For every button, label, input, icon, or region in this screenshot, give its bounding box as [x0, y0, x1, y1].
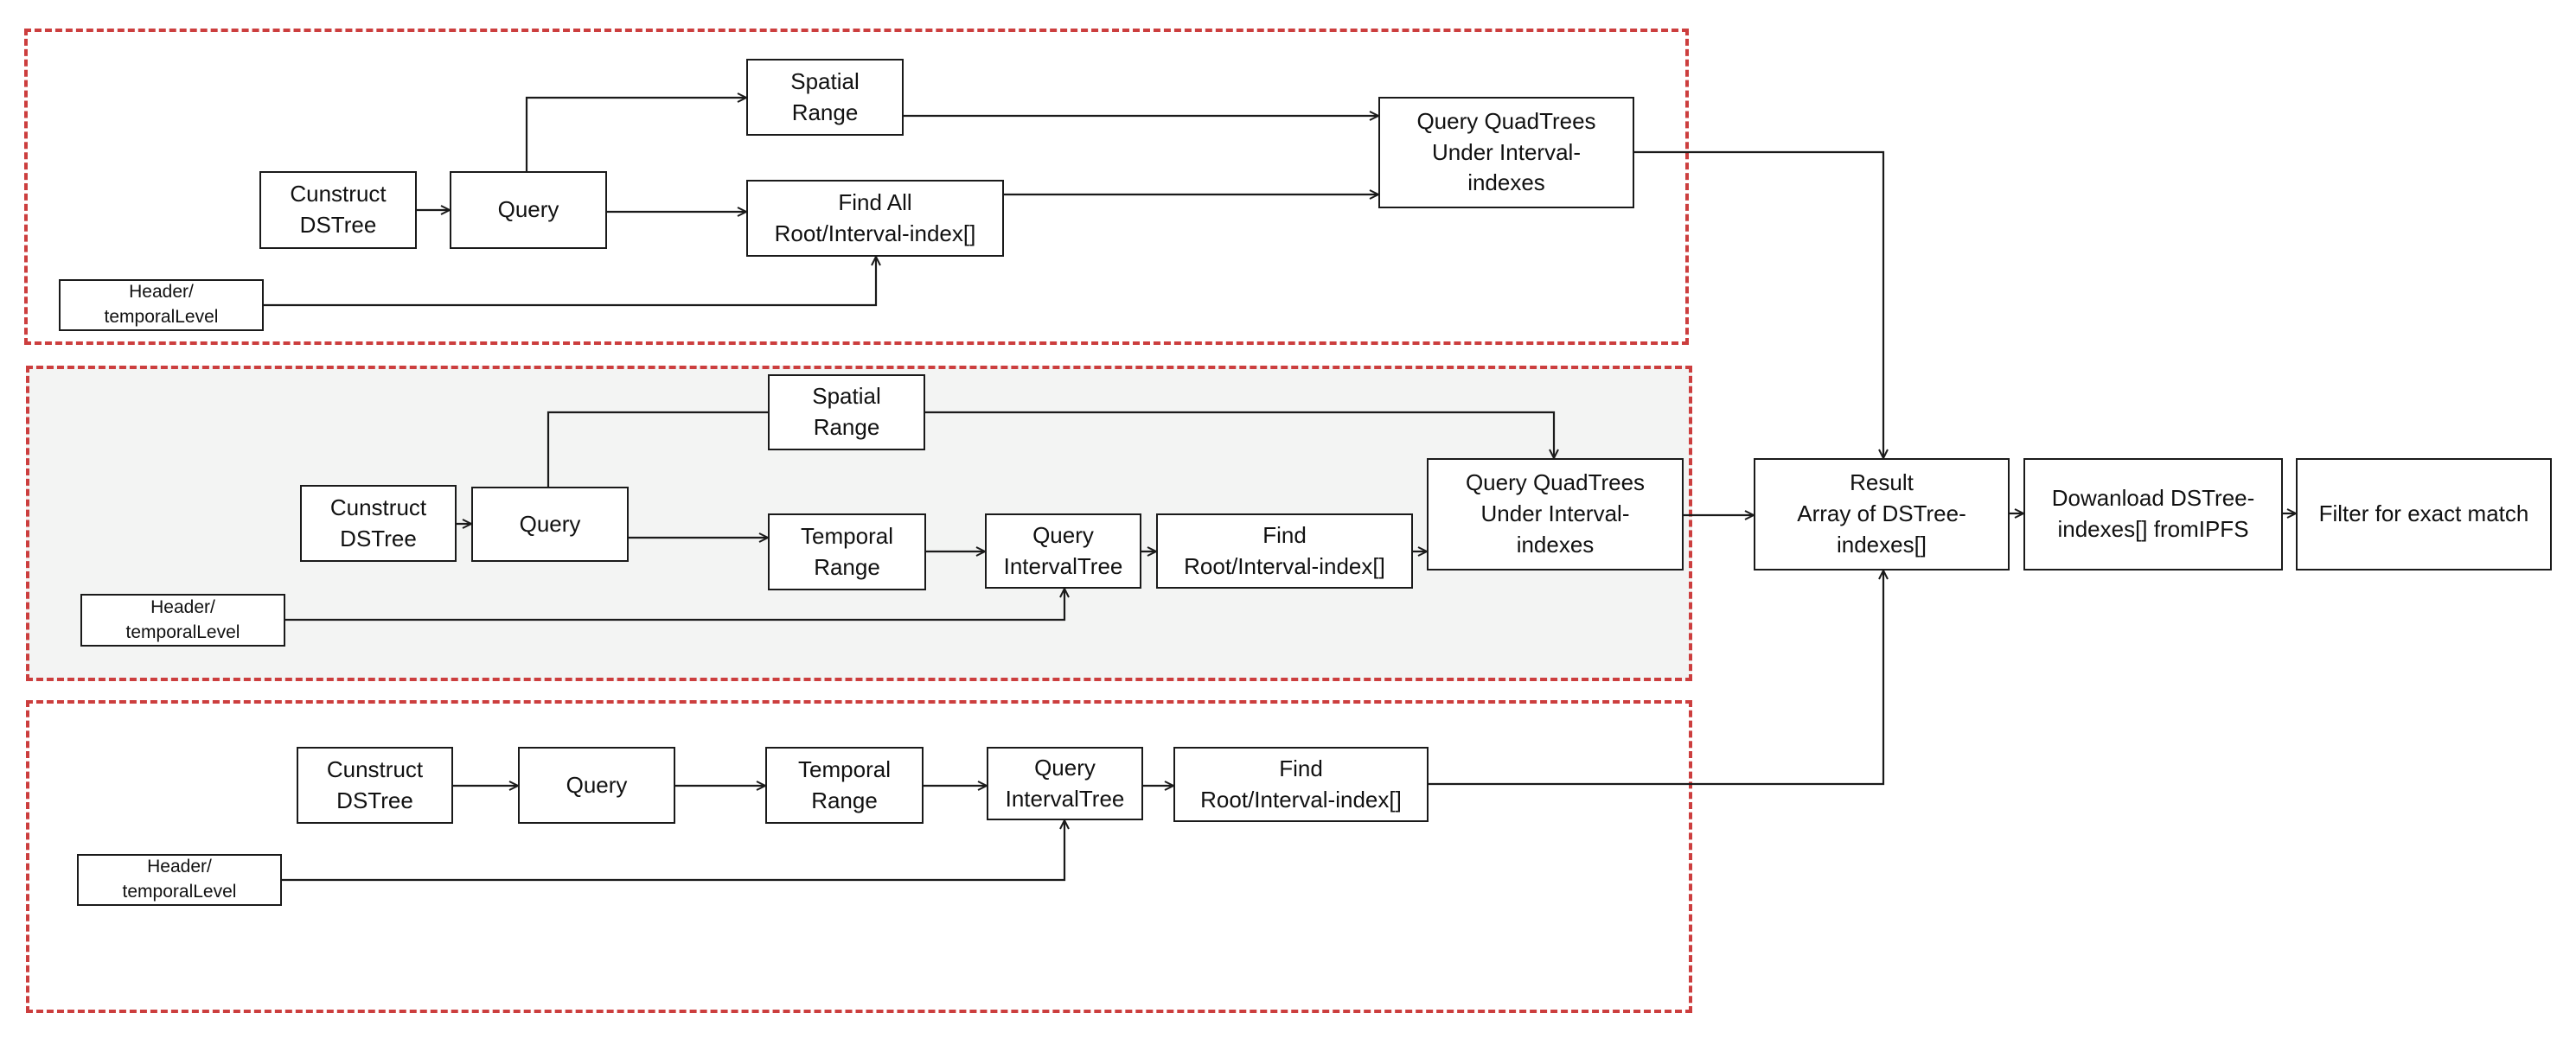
g3-header-temporal-level-box: Header/temporalLevel	[77, 854, 282, 906]
g1-query-box: Query	[450, 171, 607, 249]
arrow-quadtrees-to-result-1	[1634, 150, 1883, 458]
arrow-query-to-spatial-1	[525, 98, 746, 171]
group-temporal-query	[26, 700, 1692, 1013]
group-spatial-query	[24, 29, 1689, 345]
arrow-header-to-findall-1	[264, 257, 876, 307]
g3-query-box: Query	[518, 747, 675, 824]
g2-header-temporal-level-box: Header/temporalLevel	[80, 594, 285, 647]
download-ipfs-box: Dowanload DSTree-indexes[] fromIPFS	[2023, 458, 2283, 570]
g2-query-box: Query	[471, 487, 629, 562]
arrow-header-to-intervaltree-3	[282, 820, 1064, 882]
arrow-query-to-spatial-2	[547, 411, 1554, 487]
g1-header-temporal-level-box: Header/temporalLevel	[59, 279, 264, 331]
arrow-find-to-result-3	[1429, 570, 1883, 786]
filter-exact-match-box: Filter for exact match	[2296, 458, 2552, 570]
arrow-header-to-intervaltree-2	[285, 589, 1064, 621]
